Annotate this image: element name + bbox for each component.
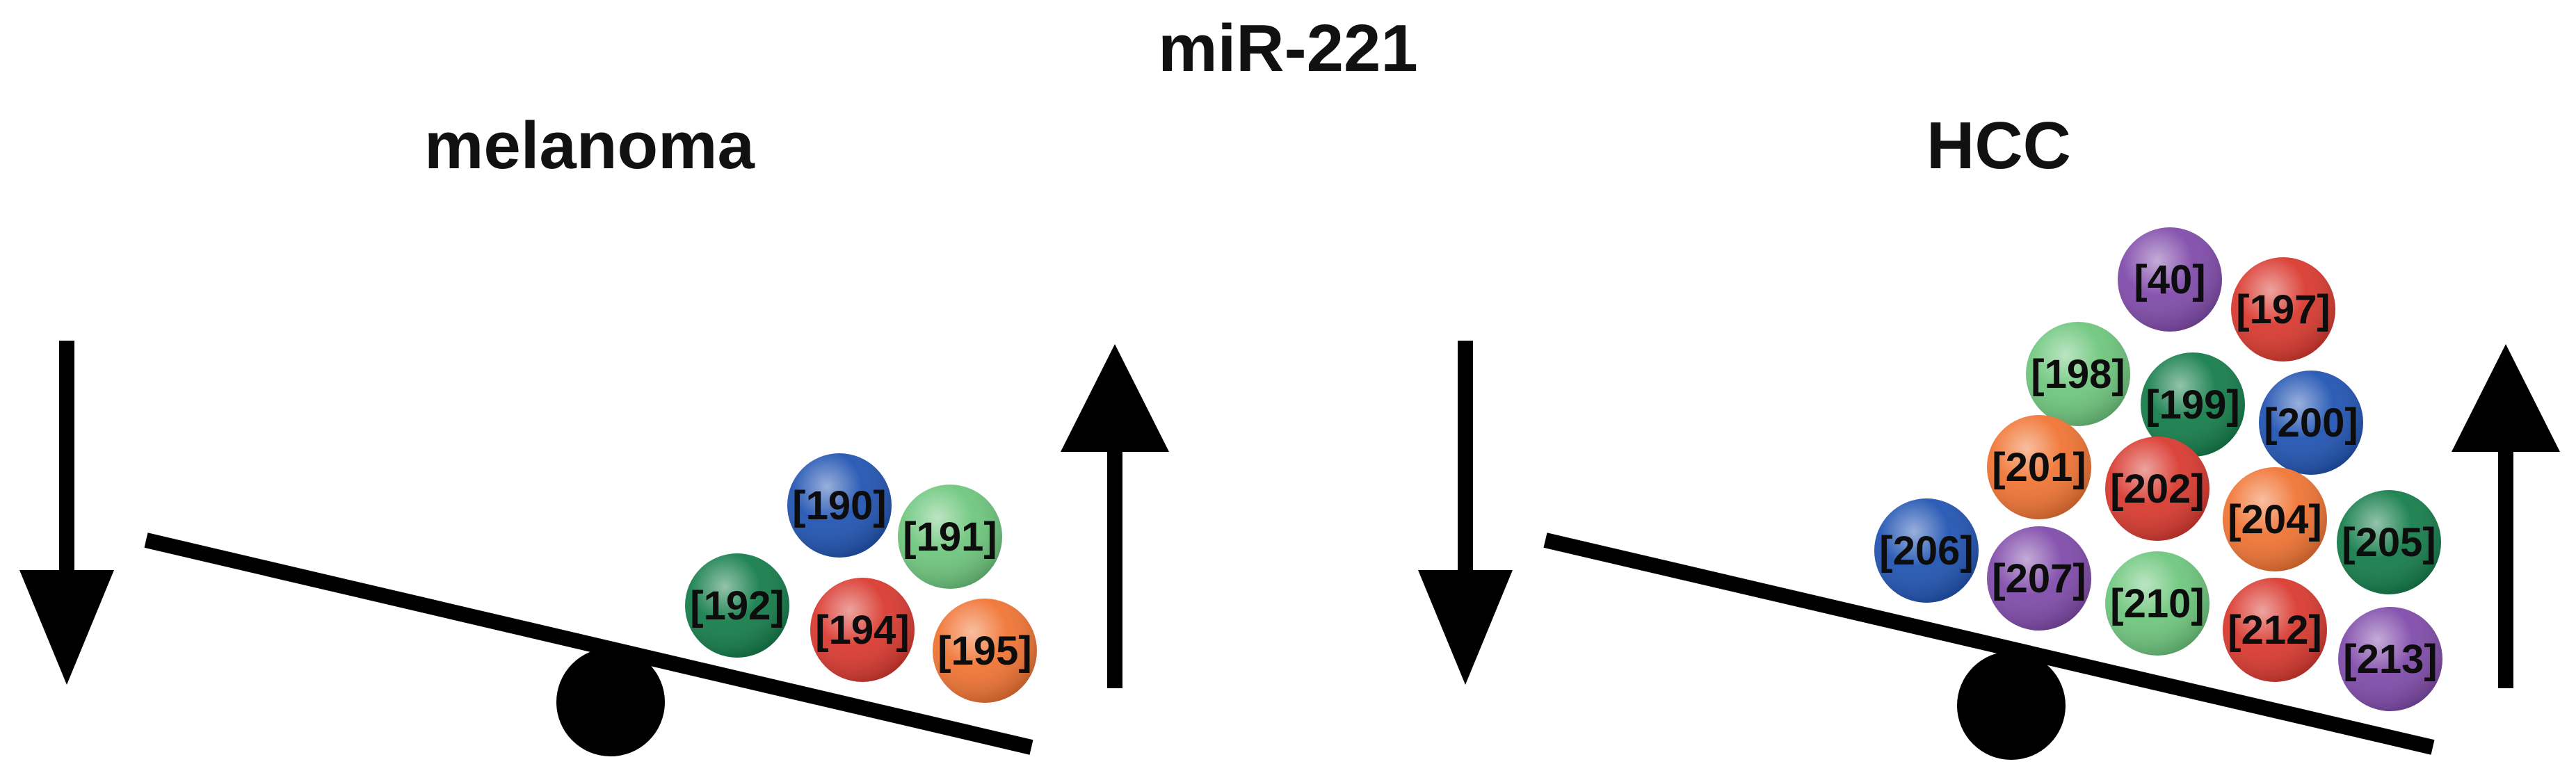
hcc-panel: [40] [197] [198] [199] [200] [201] [202] [204] [… [1418, 227, 2560, 760]
molecule-ball: [198] [2026, 322, 2130, 426]
seesaw-beam [1543, 533, 2435, 755]
ball-shine [2338, 607, 2442, 711]
ball-label: [192] [690, 583, 784, 628]
ball-shine [2141, 352, 2245, 457]
molecule-ball: [191] [898, 485, 1002, 589]
ball-shine [1874, 498, 1979, 603]
molecule-ball: [199] [2141, 352, 2245, 457]
molecule-ball: [212] [2223, 578, 2327, 682]
molecule-ball: [197] [2231, 257, 2335, 361]
ball-shine [787, 453, 892, 558]
ball-shine [2118, 227, 2222, 332]
ball-label: [191] [903, 514, 997, 560]
ball-label: [199] [2146, 382, 2239, 428]
molecule-ball: [205] [2337, 490, 2441, 594]
melanoma-title: melanoma [424, 108, 755, 183]
ball-shine [1987, 526, 2091, 631]
ball-shine [1987, 415, 2091, 519]
ball-shine [2223, 467, 2327, 571]
molecule-ball: [202] [2105, 437, 2209, 541]
up-arrow-icon [1061, 344, 1169, 688]
molecule-ball: [190] [787, 453, 892, 558]
ball-label: [205] [2342, 520, 2436, 565]
ball-label: [198] [2031, 352, 2125, 397]
ball-label: [195] [937, 628, 1031, 674]
molecule-balls-hcc: [40] [197] [198] [199] [200] [201] [202] [204] [… [1874, 227, 2442, 711]
ball-label: [190] [792, 483, 886, 528]
seesaw-beam [144, 533, 1033, 755]
melanoma-panel: [190] [191] [192] [194] [195] [19, 341, 1169, 756]
diagram-title: miR-221 [1158, 11, 1418, 86]
molecule-ball: [40] [2118, 227, 2222, 332]
molecule-ball: [192] [685, 553, 789, 658]
fulcrum-ball [1957, 651, 2066, 760]
molecule-ball: [207] [1987, 526, 2091, 631]
ball-label: [206] [1879, 528, 1973, 574]
down-arrow-icon [1418, 341, 1513, 685]
ball-shine [685, 553, 789, 658]
ball-label: [210] [2110, 581, 2204, 626]
molecule-ball: [213] [2338, 607, 2442, 711]
ball-shine [2231, 257, 2335, 361]
hcc-title: HCC [1926, 108, 2071, 183]
molecule-ball: [201] [1987, 415, 2091, 519]
ball-shine [2337, 490, 2441, 594]
ball-label: [202] [2110, 466, 2204, 512]
ball-label: [212] [2228, 608, 2321, 653]
ball-shine [810, 578, 915, 682]
ball-shine [898, 485, 1002, 589]
molecule-ball: [195] [933, 599, 1037, 703]
ball-label: [213] [2343, 637, 2437, 682]
ball-shine [2223, 578, 2327, 682]
up-arrow-icon [2452, 344, 2560, 688]
ball-label: [207] [1992, 556, 2086, 601]
ball-label: [201] [1992, 445, 2086, 490]
ball-label: [200] [2264, 400, 2358, 446]
molecule-ball: [204] [2223, 467, 2327, 571]
ball-label: [197] [2236, 287, 2330, 332]
molecule-ball: [194] [810, 578, 915, 682]
molecule-ball: [206] [1874, 498, 1979, 603]
molecule-ball: [210] [2105, 551, 2209, 656]
ball-shine [2105, 551, 2209, 656]
ball-shine [933, 599, 1037, 703]
molecule-ball: [200] [2259, 371, 2363, 475]
molecule-balls-melanoma: [190] [191] [192] [194] [195] [685, 453, 1037, 703]
fulcrum-ball [556, 648, 665, 756]
ball-label: [40] [2134, 257, 2205, 302]
ball-shine [2105, 437, 2209, 541]
ball-label: [194] [815, 608, 909, 653]
ball-shine [2026, 322, 2130, 426]
ball-label: [204] [2228, 497, 2321, 542]
down-arrow-icon [19, 341, 114, 685]
ball-shine [2259, 371, 2363, 475]
